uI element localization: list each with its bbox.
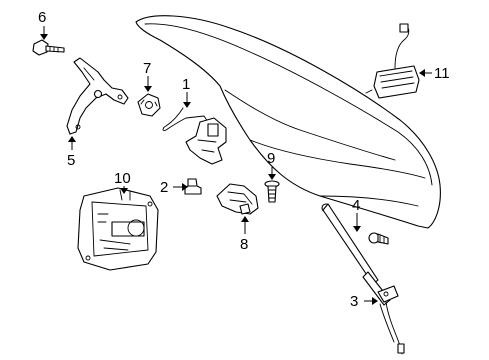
callout-2: 2 xyxy=(160,179,168,196)
callout-4: 4 xyxy=(352,197,360,214)
callout-3: 3 xyxy=(350,293,358,310)
callout-11: 11 xyxy=(434,65,450,82)
part-6-bolt xyxy=(32,39,65,56)
part-1-latch-rod xyxy=(162,107,227,165)
part-7-nut xyxy=(137,93,161,117)
callout-6: 6 xyxy=(38,9,46,26)
liftgate-panel xyxy=(135,15,441,229)
callout-8: 8 xyxy=(240,236,248,253)
part-5-bracket xyxy=(66,57,129,135)
part-9-screw xyxy=(264,180,280,203)
part-8-bumper xyxy=(216,183,259,215)
part-3-gas-strut xyxy=(321,203,405,355)
callout-7: 7 xyxy=(143,60,151,77)
callout-1: 1 xyxy=(182,76,190,93)
callout-10: 10 xyxy=(114,170,131,187)
part-10-actuator xyxy=(77,187,159,271)
callout-5: 5 xyxy=(67,152,75,169)
callout-9: 9 xyxy=(267,150,275,167)
part-4-ball-stud xyxy=(368,232,389,245)
part-11-handle-switch xyxy=(365,23,420,99)
part-2-pin xyxy=(184,178,202,195)
leader-lines xyxy=(40,26,432,305)
